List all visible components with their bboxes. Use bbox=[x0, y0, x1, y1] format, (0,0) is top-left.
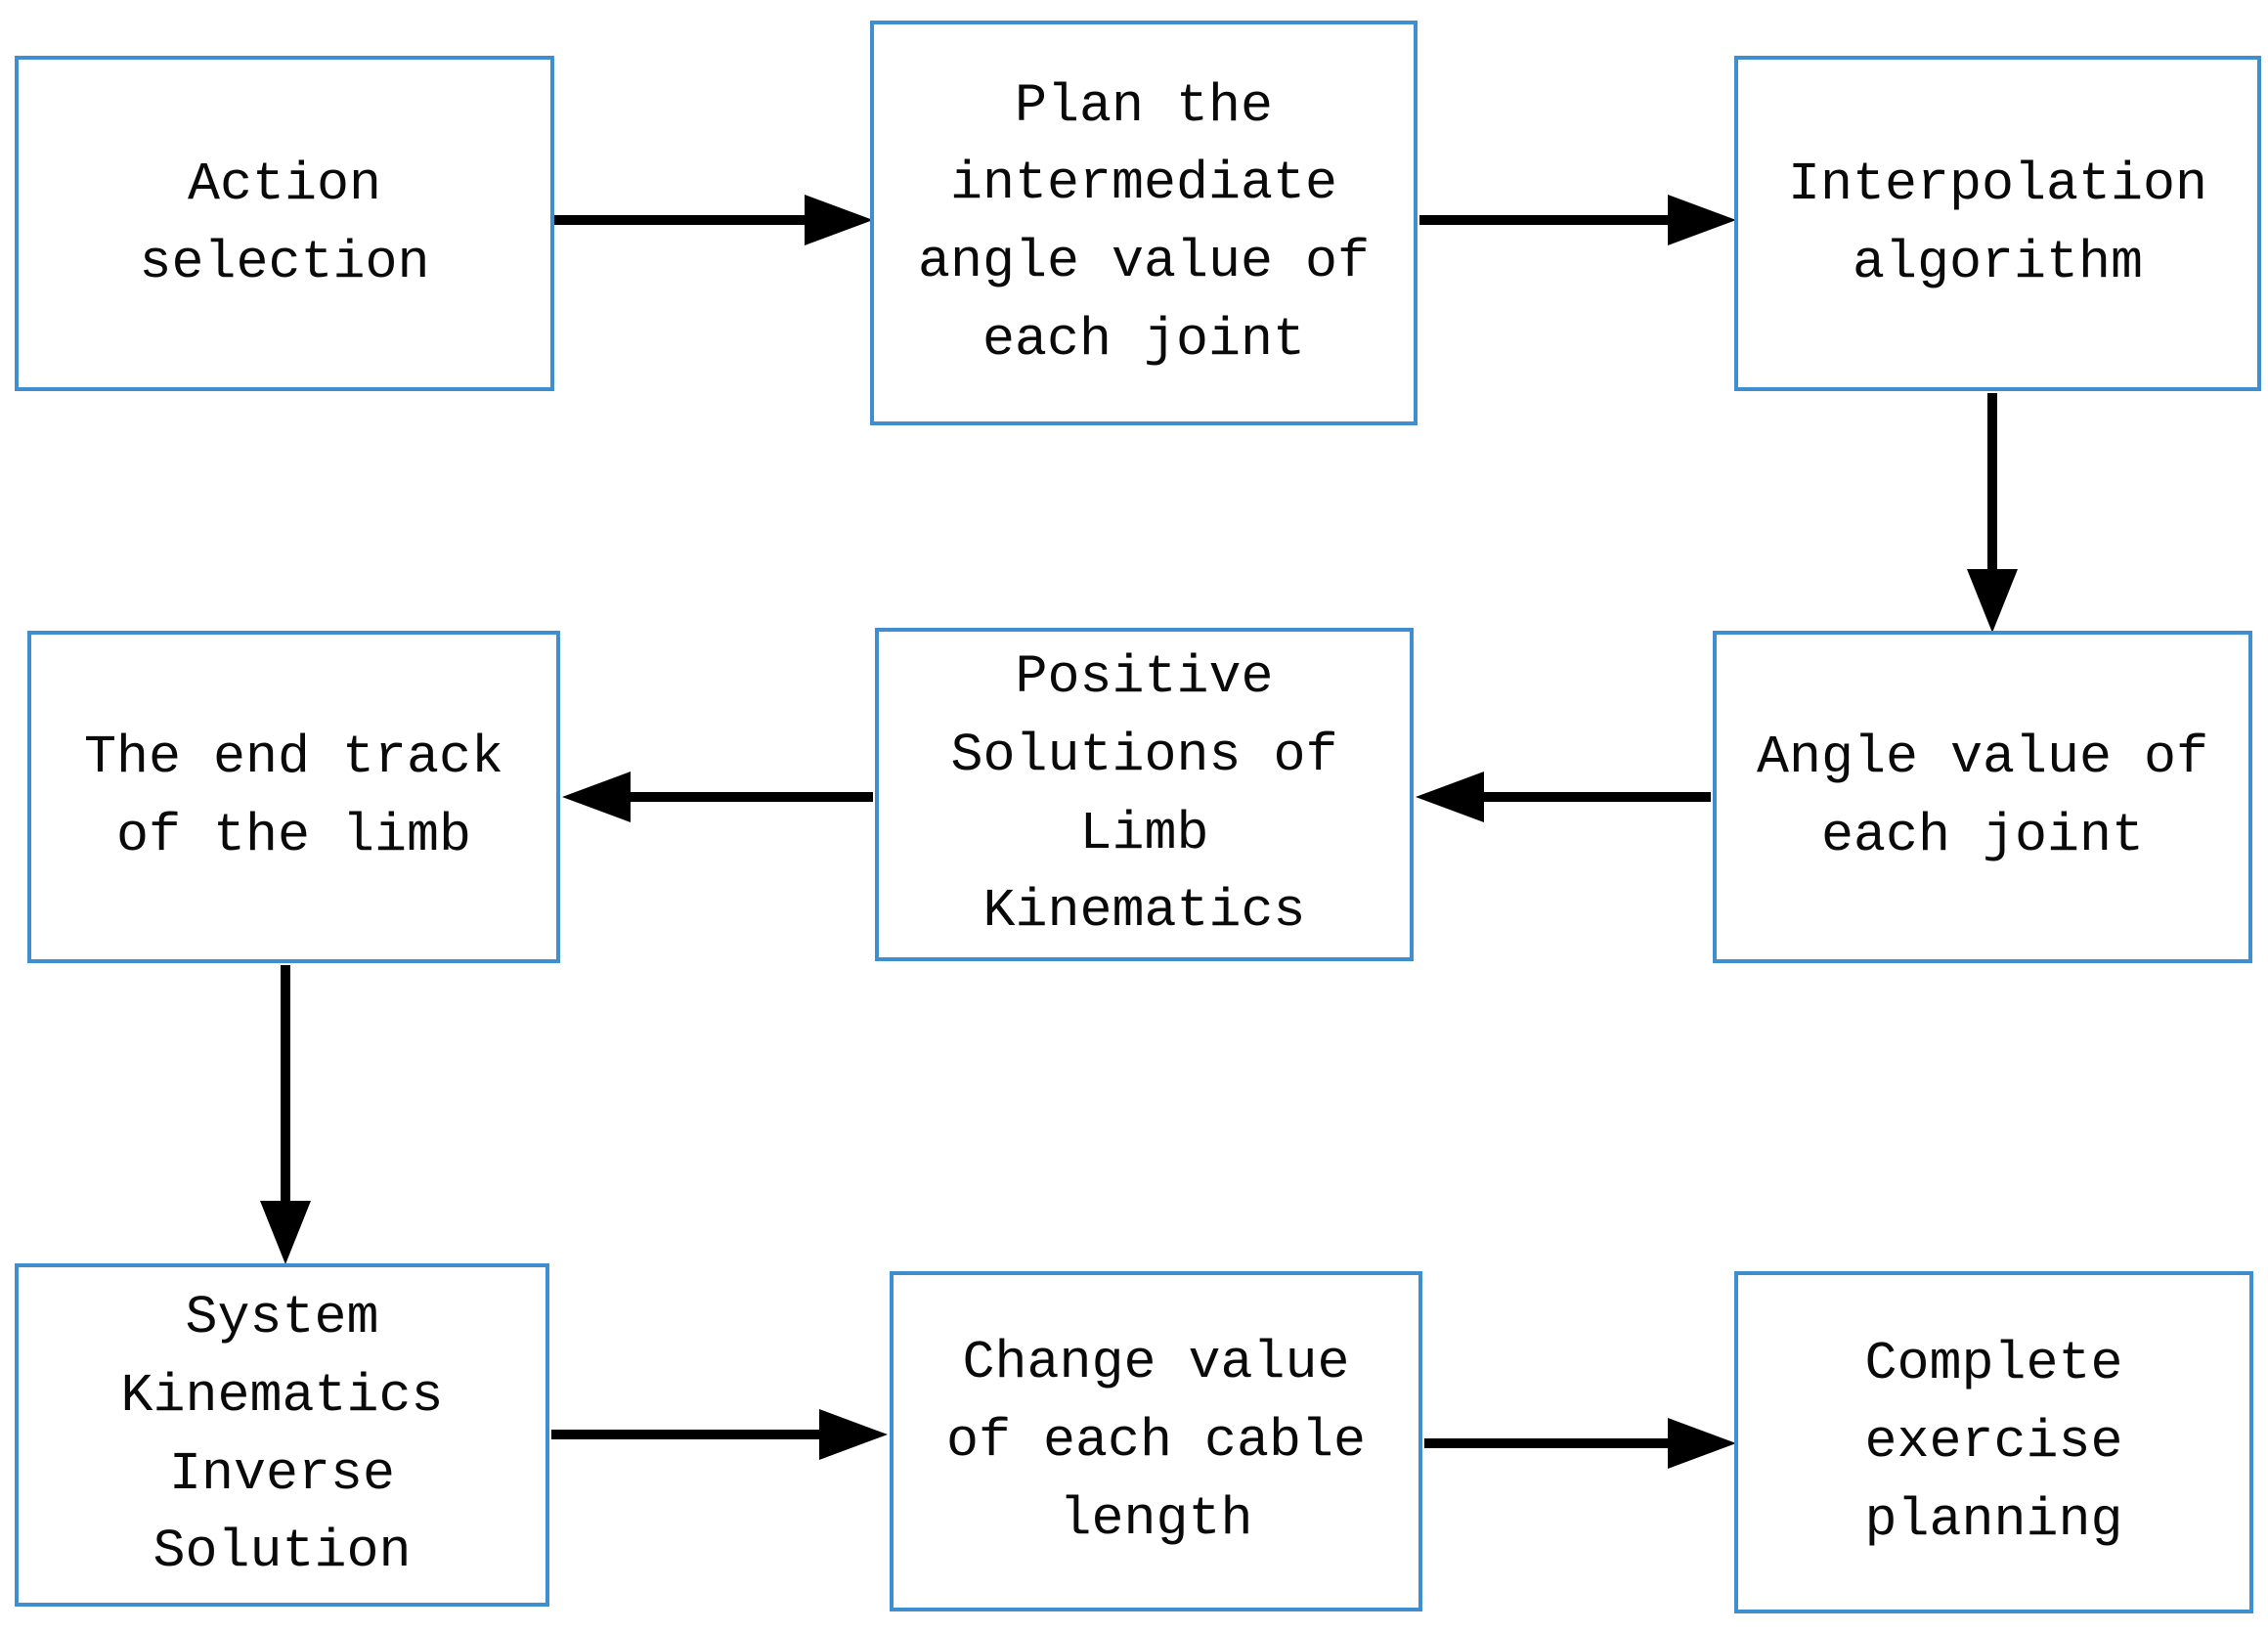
node-end-track-of-limb: The end track of the limb bbox=[27, 631, 560, 963]
edge-system-kinematics-to-change-value-cable-length bbox=[551, 1409, 888, 1460]
edge-end-track-of-limb-to-system-kinematics bbox=[260, 965, 311, 1264]
node-label: Change value of each cable length bbox=[945, 1332, 1367, 1550]
node-label: Plan the intermediate angle value of eac… bbox=[917, 74, 1371, 371]
edge-positive-solutions-to-end-track-of-limb bbox=[562, 772, 873, 822]
edge-interpolation-algorithm-to-angle-value-each-joint bbox=[1967, 393, 2018, 633]
edge-action-selection-to-plan-intermediate-angle bbox=[554, 195, 873, 245]
node-label: Complete exercise planning bbox=[1864, 1333, 2123, 1551]
node-interpolation-algorithm: Interpolation algorithm bbox=[1734, 56, 2261, 391]
node-system-kinematics-inverse-solution: System Kinematics Inverse Solution bbox=[15, 1263, 549, 1607]
edge-plan-intermediate-angle-to-interpolation-algorithm bbox=[1419, 195, 1736, 245]
node-plan-intermediate-angle: Plan the intermediate angle value of eac… bbox=[870, 21, 1418, 425]
node-complete-exercise-planning: Complete exercise planning bbox=[1734, 1271, 2253, 1613]
edge-change-value-cable-length-to-complete-exercise-planning bbox=[1424, 1418, 1736, 1469]
node-label: Angle value of each joint bbox=[1756, 727, 2209, 866]
node-angle-value-each-joint: Angle value of each joint bbox=[1713, 631, 2252, 963]
node-change-value-cable-length: Change value of each cable length bbox=[890, 1271, 1422, 1611]
node-label: Positive Solutions of Limb Kinematics bbox=[950, 646, 1338, 943]
node-label: Interpolation algorithm bbox=[1787, 153, 2208, 293]
edge-angle-value-each-joint-to-positive-solutions bbox=[1416, 772, 1711, 822]
node-action-selection: Action selection bbox=[15, 56, 554, 391]
node-positive-solutions-limb-kinematics: Positive Solutions of Limb Kinematics bbox=[875, 628, 1414, 961]
node-label: System Kinematics Inverse Solution bbox=[120, 1287, 444, 1583]
node-label: The end track of the limb bbox=[83, 727, 504, 866]
node-label: Action selection bbox=[139, 153, 430, 293]
